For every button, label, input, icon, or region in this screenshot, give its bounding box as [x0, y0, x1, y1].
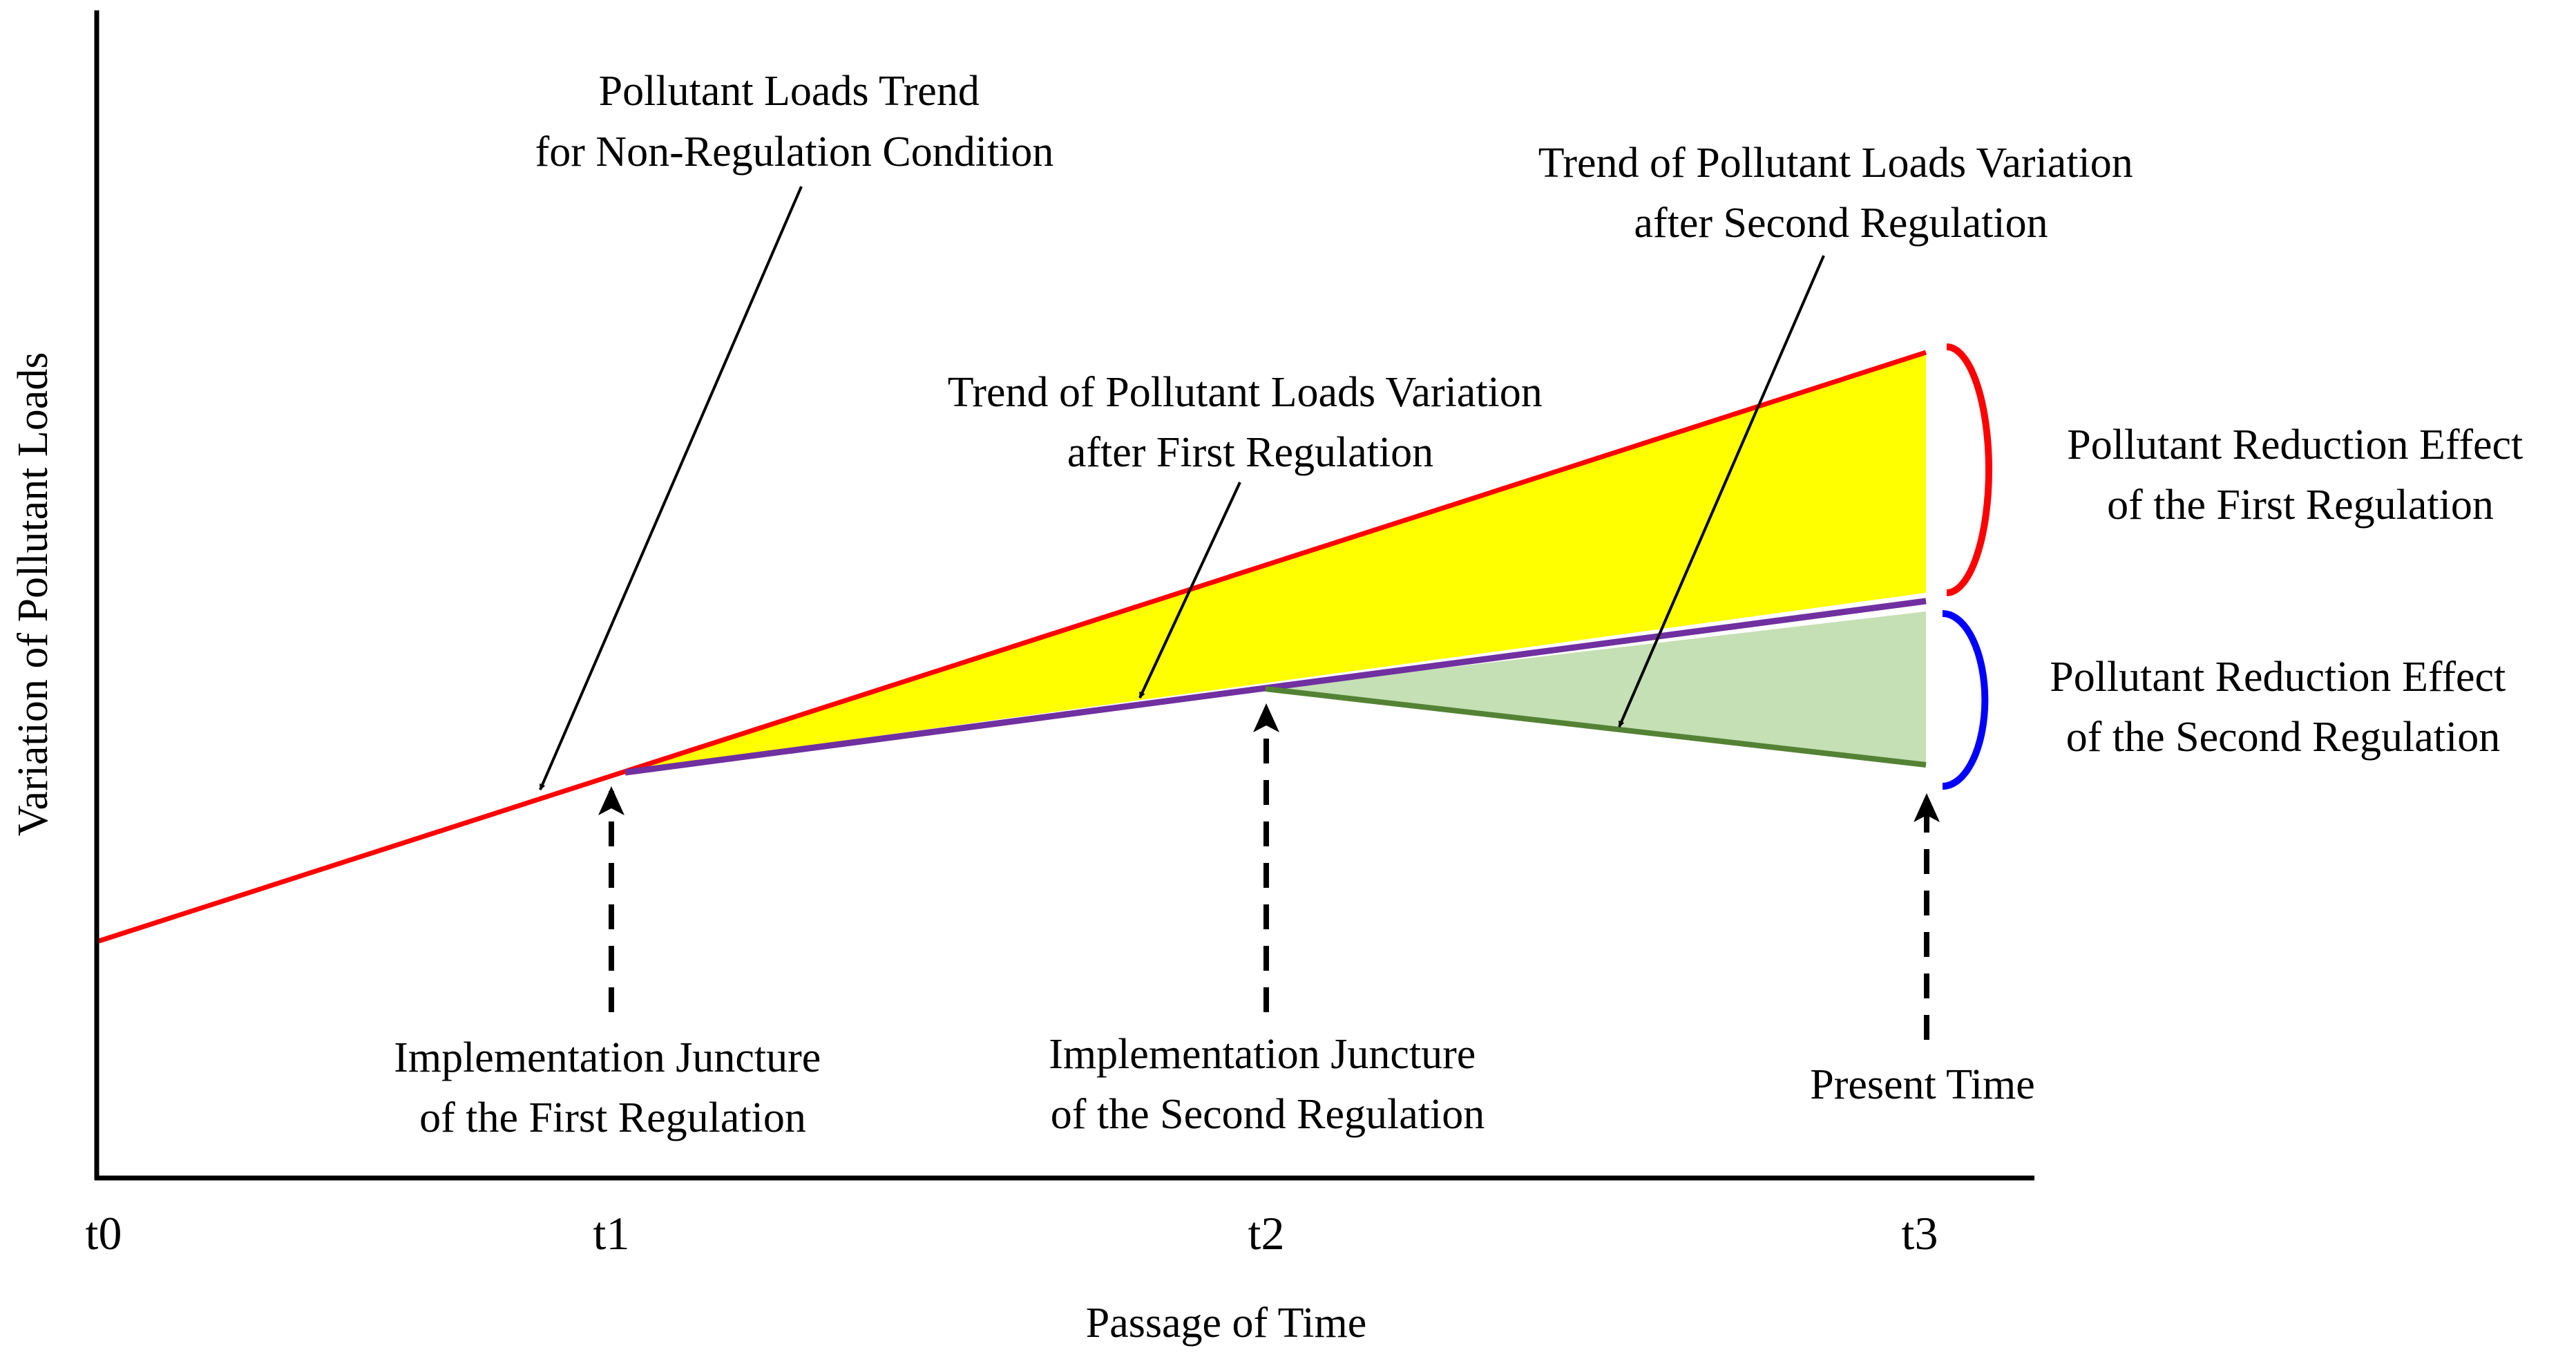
second-effect-bracket — [1942, 610, 1989, 790]
tick-t3: t3 — [1902, 1207, 1938, 1260]
second-regulation-trend-label: Trend of Pollutant Loads Variation after… — [1538, 140, 2144, 247]
second-regulation-trend-line — [1265, 686, 1927, 768]
first-regulation-trend-line — [624, 598, 1927, 776]
first-effect-bracket — [1946, 343, 1992, 596]
first-regulation-pointer — [1138, 482, 1241, 699]
first-implementation-label: Implementation Juncture of the First Reg… — [394, 1034, 832, 1141]
non-regulation-trend-label: Pollutant Loads Trend for Non-Regulation… — [535, 68, 1054, 175]
x-axis-label: Passage of Time — [1086, 1300, 1366, 1347]
non-regulation-trend-line — [97, 350, 1927, 944]
second-juncture-arrowhead — [1253, 703, 1279, 732]
tick-t0: t0 — [86, 1207, 122, 1260]
y-axis-label: Variation of Pollutant Loads — [10, 352, 57, 837]
tick-t2: t2 — [1248, 1207, 1285, 1260]
second-regulation-pointer — [1618, 255, 1825, 728]
second-implementation-label: Implementation Juncture of the Second Re… — [1049, 1031, 1487, 1138]
second-reduction-area — [1266, 611, 1926, 763]
first-regulation-trend-label: Trend of Pollutant Loads Variation after… — [948, 369, 1554, 476]
tick-t1: t1 — [593, 1207, 630, 1260]
first-reduction-effect-label: Pollutant Reduction Effect of the First … — [2067, 421, 2534, 529]
present-time-label: Present Time — [1810, 1061, 2035, 1108]
first-juncture-arrowhead — [598, 786, 624, 815]
second-reduction-effect-label: Pollutant Reduction Effect of the Second… — [2050, 654, 2517, 761]
present-time-arrowhead — [1914, 793, 1940, 822]
non-regulation-pointer — [539, 186, 803, 790]
